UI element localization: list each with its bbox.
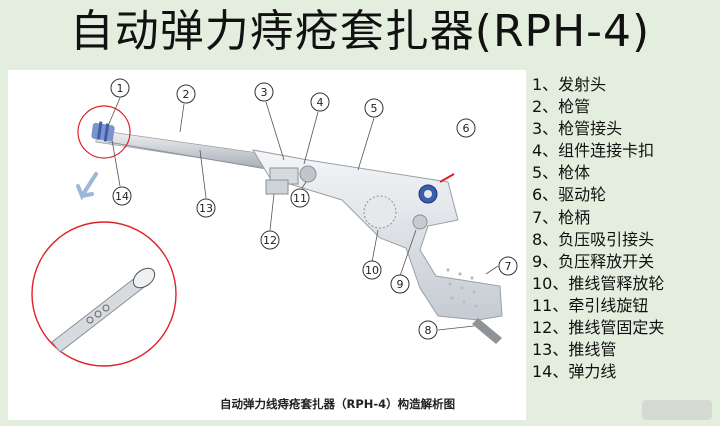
legend-item: 7、枪柄 [532, 207, 591, 227]
device-diagram: 1 2 3 4 5 6 7 8 9 10 11 12 13 14 自动弹力线痔疮… [8, 70, 526, 420]
svg-text:10: 10 [365, 264, 379, 277]
callout-9: 9 [390, 229, 417, 294]
svg-text:2: 2 [183, 88, 190, 101]
release-wheel [363, 195, 397, 229]
callout-4: 4 [303, 92, 330, 165]
zoom-inset [31, 221, 177, 367]
svg-text:11: 11 [293, 192, 307, 205]
legend-item: 10、推线管释放轮 [532, 273, 665, 293]
legend-item: 4、组件连接卡扣 [532, 141, 655, 161]
legend-item: 1、发射头 [532, 75, 607, 94]
svg-text:13: 13 [199, 202, 213, 215]
launch-head [91, 121, 115, 142]
callout-12: 12 [260, 193, 280, 250]
page-title: 自动弹力痔疮套扎器(RPH-4) [69, 6, 651, 57]
callout-1: 1 [107, 78, 130, 127]
callout-6: 6 [456, 118, 476, 138]
svg-text:5: 5 [371, 102, 378, 115]
svg-text:3: 3 [261, 86, 268, 99]
vacuum-switch [412, 214, 428, 230]
device-illustration: 1 2 3 4 5 6 7 8 9 10 11 12 13 14 [31, 78, 518, 367]
legend-item: 12、推线管固定夹 [532, 318, 665, 338]
legend-item: 11、牵引线旋钮 [532, 295, 649, 315]
svg-text:14: 14 [115, 190, 129, 203]
legend-item: 14、弹力线 [532, 362, 617, 382]
watermark [642, 400, 712, 420]
callout-13: 13 [196, 149, 216, 218]
legend-item: 5、枪体 [532, 163, 591, 183]
legend-item: 9、负压释放开关 [532, 251, 655, 271]
svg-text:12: 12 [263, 234, 277, 247]
highlight-mark [439, 173, 455, 183]
head-highlight [77, 105, 131, 159]
legend-item: 3、枪管接头 [532, 119, 623, 139]
vacuum-connector [472, 318, 502, 344]
svg-text:6: 6 [463, 122, 470, 135]
svg-text:7: 7 [505, 260, 512, 273]
arrow-down-left-icon [76, 172, 98, 201]
legend-item: 6、驱动轮 [532, 185, 607, 205]
legend-item: 13、推线管 [532, 340, 617, 360]
callout-11: 11 [290, 181, 310, 208]
clamp [265, 179, 289, 195]
callout-8: 8 [418, 320, 475, 340]
gun-body [251, 149, 503, 321]
handle-grip [446, 268, 478, 308]
callout-3: 3 [254, 82, 285, 161]
callout-5: 5 [357, 98, 384, 171]
svg-text:9: 9 [397, 278, 404, 291]
callout-14: 14 [111, 139, 132, 206]
callout-7: 7 [485, 256, 518, 276]
parts-legend: 1、发射头 2、枪管 3、枪管接头 4、组件连接卡扣 5、枪体 6、驱动轮 7、… [532, 74, 720, 383]
svg-text:1: 1 [117, 82, 124, 95]
diagram-caption: 自动弹力线痔疮套扎器（RPH-4）构造解析图 [220, 397, 456, 411]
svg-text:8: 8 [425, 324, 432, 337]
svg-text:4: 4 [317, 96, 324, 109]
callout-10: 10 [362, 229, 382, 280]
legend-item: 8、负压吸引接头 [532, 229, 655, 249]
legend-item: 2、枪管 [532, 97, 591, 117]
callout-2: 2 [176, 84, 196, 133]
traction-knob [299, 165, 317, 183]
